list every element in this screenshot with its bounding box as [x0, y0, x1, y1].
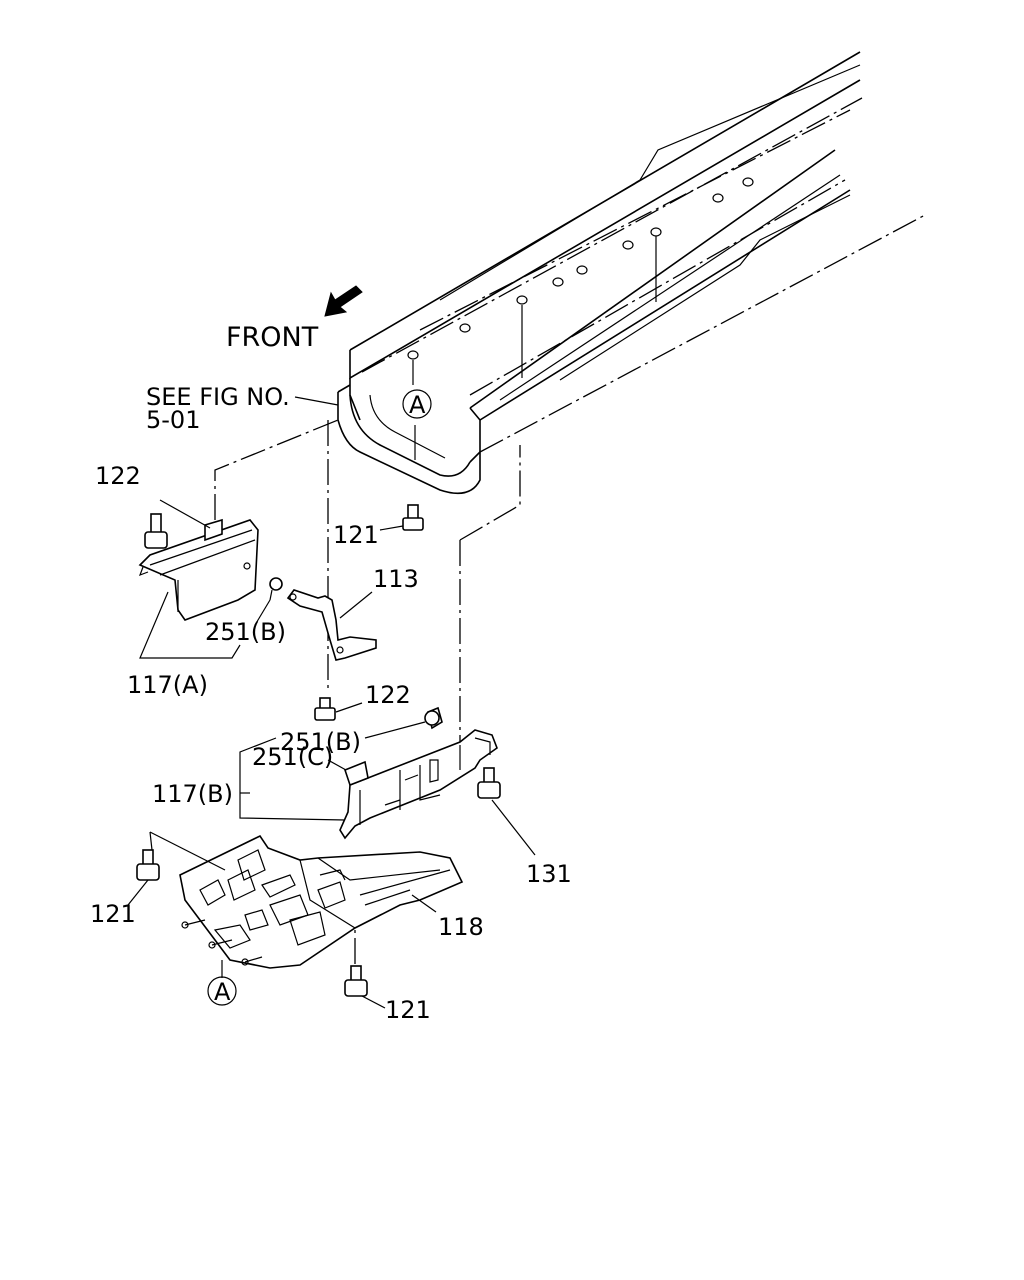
bolt-icon [407, 504, 419, 520]
see-fig-line1: SEE FIG NO. [146, 383, 290, 411]
bolt-131: 131 [477, 767, 572, 888]
rail-holes [407, 177, 754, 360]
leader-117a: 117(A) [127, 591, 241, 699]
bolt-121-frame: 121 [333, 504, 424, 549]
circled-letter-icon [207, 976, 237, 1006]
front-indicator: FRONT [226, 285, 363, 353]
label-122-mid: 122 [365, 681, 411, 709]
bolt-121-bottom: 121 [344, 965, 431, 1024]
clip-251c: 251(C) [252, 743, 369, 787]
callout-a-lower-label: A [214, 978, 231, 1006]
label-113: 113 [373, 565, 419, 593]
clip-251b-upper: 251(B) [205, 577, 286, 646]
label-117a: 117(A) [127, 671, 208, 699]
frame-rails [337, 51, 926, 495]
callout-a-upper: A [402, 389, 432, 419]
front-label: FRONT [226, 322, 319, 353]
label-121-frame: 121 [333, 521, 379, 549]
label-251b-lower: 251(B) [280, 728, 361, 756]
bolt-122-mid: 122 [314, 681, 411, 721]
clip-251b-lower: 251(B) [280, 706, 443, 756]
label-251c: 251(C) [252, 743, 333, 771]
label-118: 118 [438, 913, 484, 941]
part-117a-bracket [138, 518, 259, 621]
label-131: 131 [526, 860, 572, 888]
bolt-121-left: 121 [90, 831, 226, 928]
label-117b: 117(B) [152, 780, 233, 808]
see-fig-line2: 5-01 [146, 406, 200, 434]
callout-a-lower: A [207, 960, 237, 1006]
callout-a-upper-label: A [409, 391, 426, 419]
clip-icon [269, 577, 283, 591]
see-fig-reference: SEE FIG NO. 5-01 [146, 383, 339, 434]
label-122-top: 122 [95, 462, 141, 490]
bolt-icon [150, 513, 162, 535]
circled-letter-icon [402, 389, 432, 419]
label-121-left: 121 [90, 900, 136, 928]
part-113-stay: 113 [286, 565, 419, 661]
label-121-bottom: 121 [385, 996, 431, 1024]
bolt-122-top: 122 [95, 462, 211, 549]
label-251b-upper: 251(B) [205, 618, 286, 646]
clip-icon [344, 760, 369, 787]
leader-117b: 117(B) [152, 737, 346, 821]
part-117b-bracket [339, 729, 498, 840]
arrow-down-left-icon [324, 285, 363, 317]
part-118-skid-plate: 118 [179, 834, 484, 969]
